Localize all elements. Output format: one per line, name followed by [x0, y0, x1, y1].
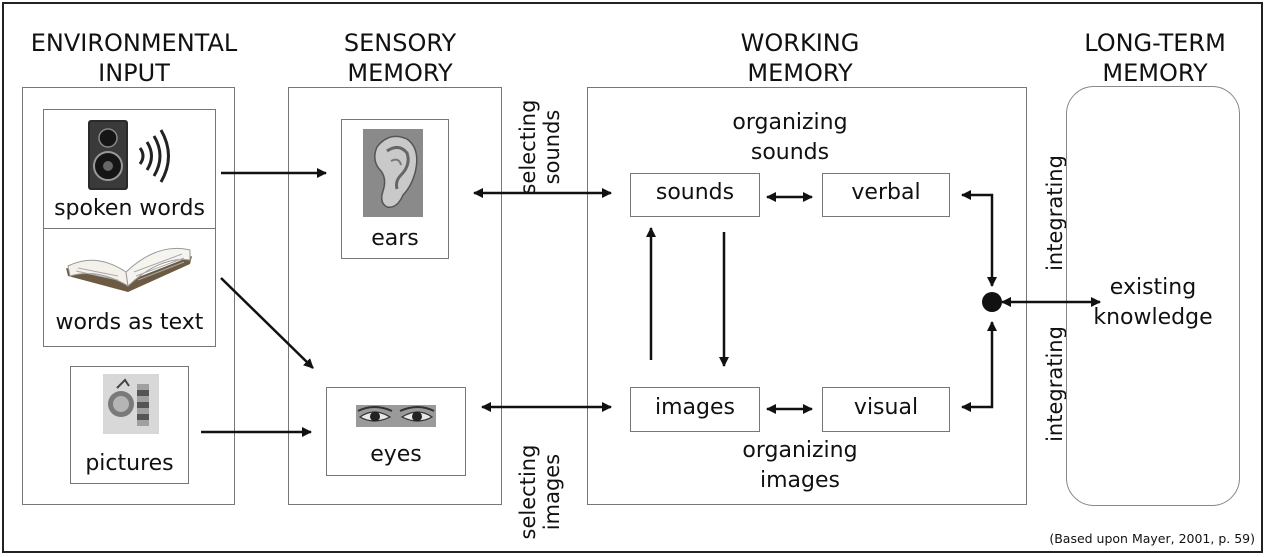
existing-knowledge-line2: knowledge [1093, 305, 1213, 330]
integration-node [982, 292, 1002, 312]
heading-longterm-line2: MEMORY [1102, 59, 1208, 87]
organizing-sounds-line1: organizing [732, 110, 848, 135]
arrow-text-to-eyes [220, 277, 314, 369]
visual-box [822, 387, 950, 432]
organizing-sounds-line2: sounds [750, 140, 830, 165]
heading-sensory-line1: SENSORY [343, 29, 457, 57]
words-as-text-label: words as text [55, 310, 204, 335]
ears-label: ears [371, 226, 419, 251]
sounds-label: sounds [655, 180, 735, 205]
verbal-box [822, 173, 950, 217]
speaker-icon [80, 116, 180, 194]
working-memory-panel [587, 87, 1027, 505]
organizing-images-label: organizing images [700, 436, 900, 496]
heading-environmental-line2: INPUT [98, 59, 170, 87]
heading-environmental-line1: ENVIRONMENTAL [30, 29, 238, 57]
organizing-sounds-label: organizing sounds [690, 108, 890, 168]
heading-working-memory: WORKING MEMORY [700, 28, 900, 88]
credit-note: (Based upon Mayer, 2001, p. 59) [1049, 531, 1255, 546]
heading-long-term-memory: LONG-TERM MEMORY [1060, 28, 1250, 88]
heading-working-line1: WORKING [740, 29, 860, 57]
existing-knowledge-line1: existing [1109, 275, 1197, 300]
spoken-words-label: spoken words [54, 196, 205, 221]
eyes-label: eyes [370, 442, 422, 467]
eyes-box [326, 387, 466, 476]
book-icon [62, 238, 197, 302]
heading-environmental-input: ENVIRONMENTAL INPUT [18, 28, 250, 88]
images-label: images [655, 395, 735, 420]
heading-longterm-line1: LONG-TERM [1084, 29, 1226, 57]
organizing-images-line2: images [760, 468, 840, 493]
existing-knowledge-label: existing knowledge [1066, 273, 1240, 333]
heading-working-line2: MEMORY [747, 59, 853, 87]
heading-sensory-memory: SENSORY MEMORY [300, 28, 500, 88]
visual-label: visual [853, 395, 919, 420]
verbal-input-divider [43, 228, 216, 229]
images-box [630, 387, 760, 432]
arrow-visual-to-integration [961, 321, 997, 412]
long-term-memory-panel [1066, 86, 1240, 506]
arrow-verbal-to-integration [961, 190, 997, 287]
ear-icon [363, 129, 423, 217]
pictures-label: pictures [85, 451, 174, 476]
verbal-label: verbal [851, 180, 921, 205]
picture-thumbnail-icon [103, 374, 159, 434]
eyes-icon [356, 405, 436, 427]
organizing-images-line1: organizing [742, 438, 858, 463]
heading-sensory-line2: MEMORY [347, 59, 453, 87]
sounds-box [630, 173, 760, 217]
